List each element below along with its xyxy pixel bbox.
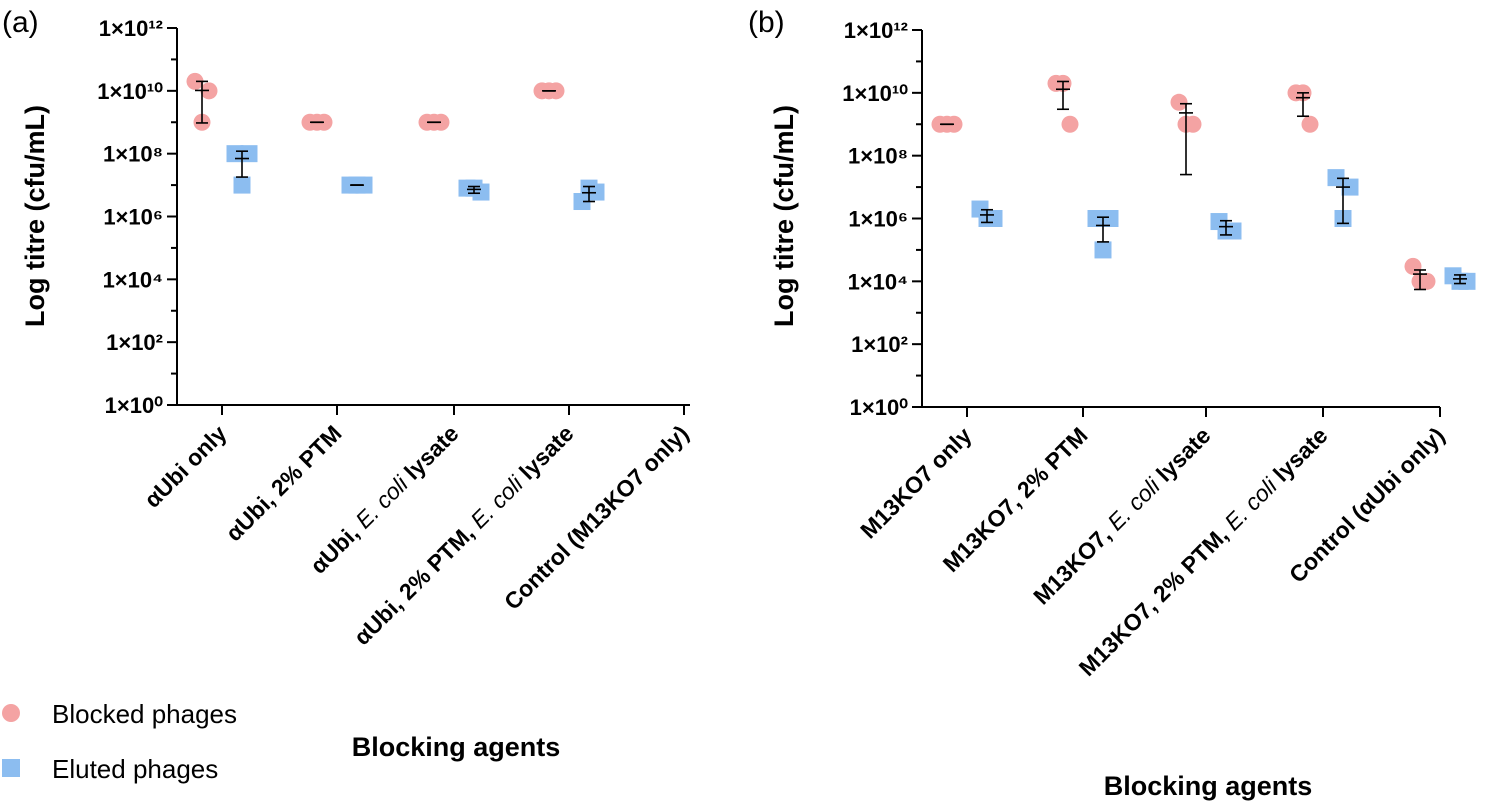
blocked-phages-point <box>1061 115 1079 133</box>
y-tick-label: 1×10² <box>851 332 908 357</box>
panel-label: (a) <box>2 6 39 39</box>
category-label: M13KO7 only <box>855 422 977 544</box>
y-tick-label: 1×10¹² <box>844 18 908 43</box>
eluted-phages-point <box>573 193 591 211</box>
eluted-phages-point <box>233 176 251 194</box>
y-tick-label: 1×10⁴ <box>103 267 163 292</box>
eluted-phages-point <box>1101 210 1119 227</box>
eluted-phages-point <box>1094 241 1112 259</box>
y-tick-label: 1×10⁶ <box>103 205 163 230</box>
category-label-part: αUbi, 2% PTM <box>221 420 347 546</box>
x-axis-title: Blocking agents <box>352 732 561 762</box>
legend-label: Blocked phages <box>52 699 237 729</box>
y-tick-label: 1×10⁶ <box>848 207 908 232</box>
category-label-part: lysate <box>510 420 579 489</box>
y-tick-label: 1×10⁴ <box>848 269 908 294</box>
eluted-phages-point <box>1327 169 1345 187</box>
y-tick-label: 1×10¹² <box>99 16 163 41</box>
category-label-part: lysate <box>395 420 464 489</box>
category-label-part: lysate <box>1147 422 1216 491</box>
y-tick-label: 1×10⁸ <box>848 144 908 169</box>
blocked-phages-point <box>1301 115 1319 133</box>
category-label-part: M13KO7 only <box>855 422 977 544</box>
y-axis-title: Log titre (cfu/mL) <box>769 105 799 327</box>
y-tick-label: 1×10⁰ <box>850 395 909 420</box>
eluted-phages-point <box>240 145 258 163</box>
x-axis-title: Blocking agents <box>1104 771 1313 801</box>
y-axis-title: Log titre (cfu/mL) <box>20 105 50 327</box>
category-label-part: αUbi, 2% PTM, <box>349 515 484 650</box>
y-tick-label: 1×10¹⁰ <box>842 81 908 106</box>
eluted-phages-point <box>1087 210 1105 227</box>
legend-blocked-marker <box>2 704 20 722</box>
chart-panel-b: (b) 1×10⁰ 1×10² 1×10⁴ 1×10⁶ 1×10⁸ 1×10¹⁰ 1×10¹²… <box>748 6 1476 801</box>
category-label-part: lysate <box>1264 422 1333 491</box>
chart-panel-a: (a) 1×10⁰ 1×10² 1×10⁴ 1×10⁶ 1×10⁸ 1×10¹⁰ 1×10¹²… <box>2 6 694 762</box>
legend-eluted-marker <box>2 759 20 777</box>
category-label-part: Control (M13KO7 only) <box>499 420 694 615</box>
blocked-phages-point <box>1404 257 1422 275</box>
y-tick-label: 1×10¹⁰ <box>97 79 163 104</box>
category-label-part: M13KO7, <box>1028 517 1121 610</box>
category-label: αUbi, 2% PTM <box>221 420 347 546</box>
category-label: M13KO7, 2% PTM, E. coli lysate <box>1074 422 1333 681</box>
blocked-phages-point <box>1170 93 1188 111</box>
y-tick-label: 1×10² <box>106 330 163 355</box>
category-label: αUbi only <box>139 420 232 513</box>
category-label-part: αUbi only <box>139 420 232 513</box>
blocked-phages-point <box>186 72 204 90</box>
category-label: αUbi, 2% PTM, E. coli lysate <box>349 420 579 650</box>
category-label: Control (M13KO7 only) <box>499 420 694 615</box>
y-tick-label: 1×10⁰ <box>105 393 164 418</box>
legend-label: Eluted phages <box>52 754 218 784</box>
y-tick-label: 1×10⁸ <box>103 142 163 167</box>
panel-label: (b) <box>748 6 785 39</box>
